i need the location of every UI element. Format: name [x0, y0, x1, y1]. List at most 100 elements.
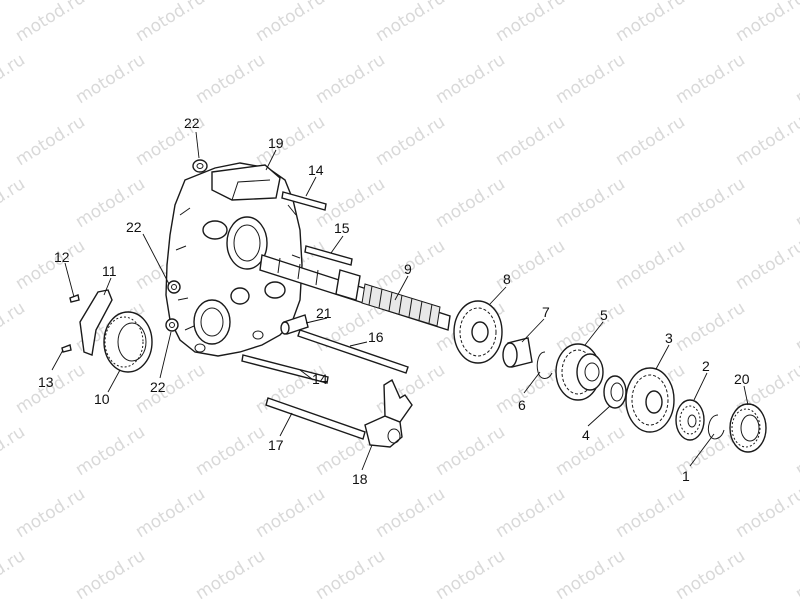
- watermark-text: motod.ru: [72, 546, 149, 600]
- watermark-text: motod.ru: [612, 236, 689, 294]
- watermark-text: motod.ru: [792, 422, 800, 480]
- callout-21: 21: [316, 305, 332, 321]
- watermark-text: motod.ru: [252, 0, 329, 46]
- callout-14-top: 14: [308, 162, 324, 178]
- watermark-text: motod.ru: [552, 546, 629, 600]
- watermark-text: motod.ru: [672, 174, 749, 232]
- watermark-text: motod.ru: [12, 236, 89, 294]
- watermark-text: motod.ru: [12, 0, 89, 46]
- callout-1: 1: [682, 468, 690, 484]
- watermark-text: motod.ru: [0, 174, 29, 232]
- callout-4: 4: [582, 427, 590, 443]
- callout-14-bottom: 14: [312, 371, 328, 387]
- callout-6: 6: [518, 397, 526, 413]
- callout-3: 3: [665, 330, 673, 346]
- watermark-text: motod.ru: [0, 422, 29, 480]
- leader-lines: [51, 131, 749, 471]
- callout-16: 16: [368, 329, 384, 345]
- watermark-text: motod.ru: [72, 422, 149, 480]
- callout-20: 20: [734, 371, 750, 387]
- watermark-text: motod.ru: [672, 298, 749, 356]
- gear-part-2: [675, 399, 705, 441]
- callout-15: 15: [334, 220, 350, 236]
- watermark-text: motod.ru: [432, 422, 509, 480]
- watermark-text: motod.ru: [672, 50, 749, 108]
- callout-5: 5: [600, 307, 608, 323]
- watermark-text: motod.ru: [372, 112, 449, 170]
- screw-part-12: [69, 294, 80, 303]
- watermark-text: motod.ru: [252, 484, 329, 542]
- watermark-text: motod.ru: [372, 0, 449, 46]
- watermark-text: motod.ru: [492, 112, 569, 170]
- circlip-part-1: [707, 414, 725, 440]
- main-shaft-part-9: [259, 254, 451, 331]
- callout-11: 11: [102, 263, 117, 279]
- gearbox-cover-part-19: [165, 162, 303, 357]
- watermark-text: motod.ru: [192, 50, 269, 108]
- callout-8: 8: [503, 271, 511, 287]
- washer-part-22: [165, 159, 208, 332]
- rod-part-17: [265, 397, 366, 440]
- washer-part-4: [603, 375, 627, 409]
- callout-12: 12: [54, 249, 70, 265]
- watermark-text: motod.ru: [132, 360, 209, 418]
- watermark-text: motod.ru: [792, 174, 800, 232]
- watermark-text: motod.ru: [72, 50, 149, 108]
- watermark-text: motod.ru: [552, 298, 629, 356]
- watermark-text: motod.ru: [792, 546, 800, 600]
- callout-10: 10: [94, 391, 110, 407]
- watermark-text: motod.ru: [432, 174, 509, 232]
- watermark-text: motod.ru: [732, 112, 800, 170]
- gear-part-8: [453, 300, 503, 364]
- watermark-text: motod.ru: [492, 0, 569, 46]
- callout-2: 2: [702, 358, 710, 374]
- watermark-text: motod.ru: [552, 50, 629, 108]
- watermark-text: motod.ru: [732, 236, 800, 294]
- callout-7: 7: [542, 304, 550, 320]
- watermark-text: motod.ru: [492, 484, 569, 542]
- watermark-text: motod.ru: [0, 546, 29, 600]
- watermark-text: motod.ru: [0, 298, 29, 356]
- bushing-part-21: [280, 314, 309, 335]
- watermark-text: motod.ru: [552, 422, 629, 480]
- screw-part-13: [61, 344, 72, 353]
- watermark-text: motod.ru: [432, 50, 509, 108]
- watermark-text: motod.ru: [192, 422, 269, 480]
- callout-labels: 1 2 3 4 5 6 7 8 9 10 11 12 13 14 14 15 1…: [38, 115, 750, 487]
- watermark-text: motod.ru: [732, 484, 800, 542]
- watermark-text: motod.ru: [792, 50, 800, 108]
- bushing-part-7: [502, 337, 533, 368]
- callout-22-top: 22: [184, 115, 200, 131]
- callout-22-left: 22: [126, 219, 142, 235]
- callout-9: 9: [404, 261, 412, 277]
- watermark-text: motod.ru: [792, 298, 800, 356]
- callout-19: 19: [268, 135, 284, 151]
- callout-22-bottom: 22: [150, 379, 166, 395]
- shift-fork-part-18: [364, 378, 413, 448]
- watermark-text: motod.ru: [432, 546, 509, 600]
- gear-part-3: [625, 367, 675, 433]
- watermark-text: motod.ru: [312, 546, 389, 600]
- watermark-text: motod.ru: [192, 546, 269, 600]
- watermark-text: motod.ru: [132, 0, 209, 46]
- watermark-text: motod.ru: [312, 50, 389, 108]
- watermark-text: motod.ru: [0, 50, 29, 108]
- pin-part-15: [304, 245, 353, 266]
- circlip-part-6: [536, 351, 553, 379]
- watermark-text: motod.ru: [672, 546, 749, 600]
- watermark-text: motod.ru: [132, 484, 209, 542]
- watermark-text: motod.ru: [372, 484, 449, 542]
- watermark-text: motod.ru: [12, 112, 89, 170]
- watermark-text: motod.ru: [732, 0, 800, 46]
- watermark-text: motod.ru: [612, 484, 689, 542]
- callout-17: 17: [268, 437, 284, 453]
- watermark-text: motod.ru: [12, 484, 89, 542]
- bearing-part-10: [103, 311, 153, 373]
- rod-part-16: [297, 329, 409, 374]
- callout-18: 18: [352, 471, 368, 487]
- pin-part-14: [241, 191, 329, 384]
- watermark-text: motod.ru: [612, 0, 689, 46]
- gear-part-5: [555, 343, 604, 401]
- retainer-plate-part-11: [79, 289, 113, 356]
